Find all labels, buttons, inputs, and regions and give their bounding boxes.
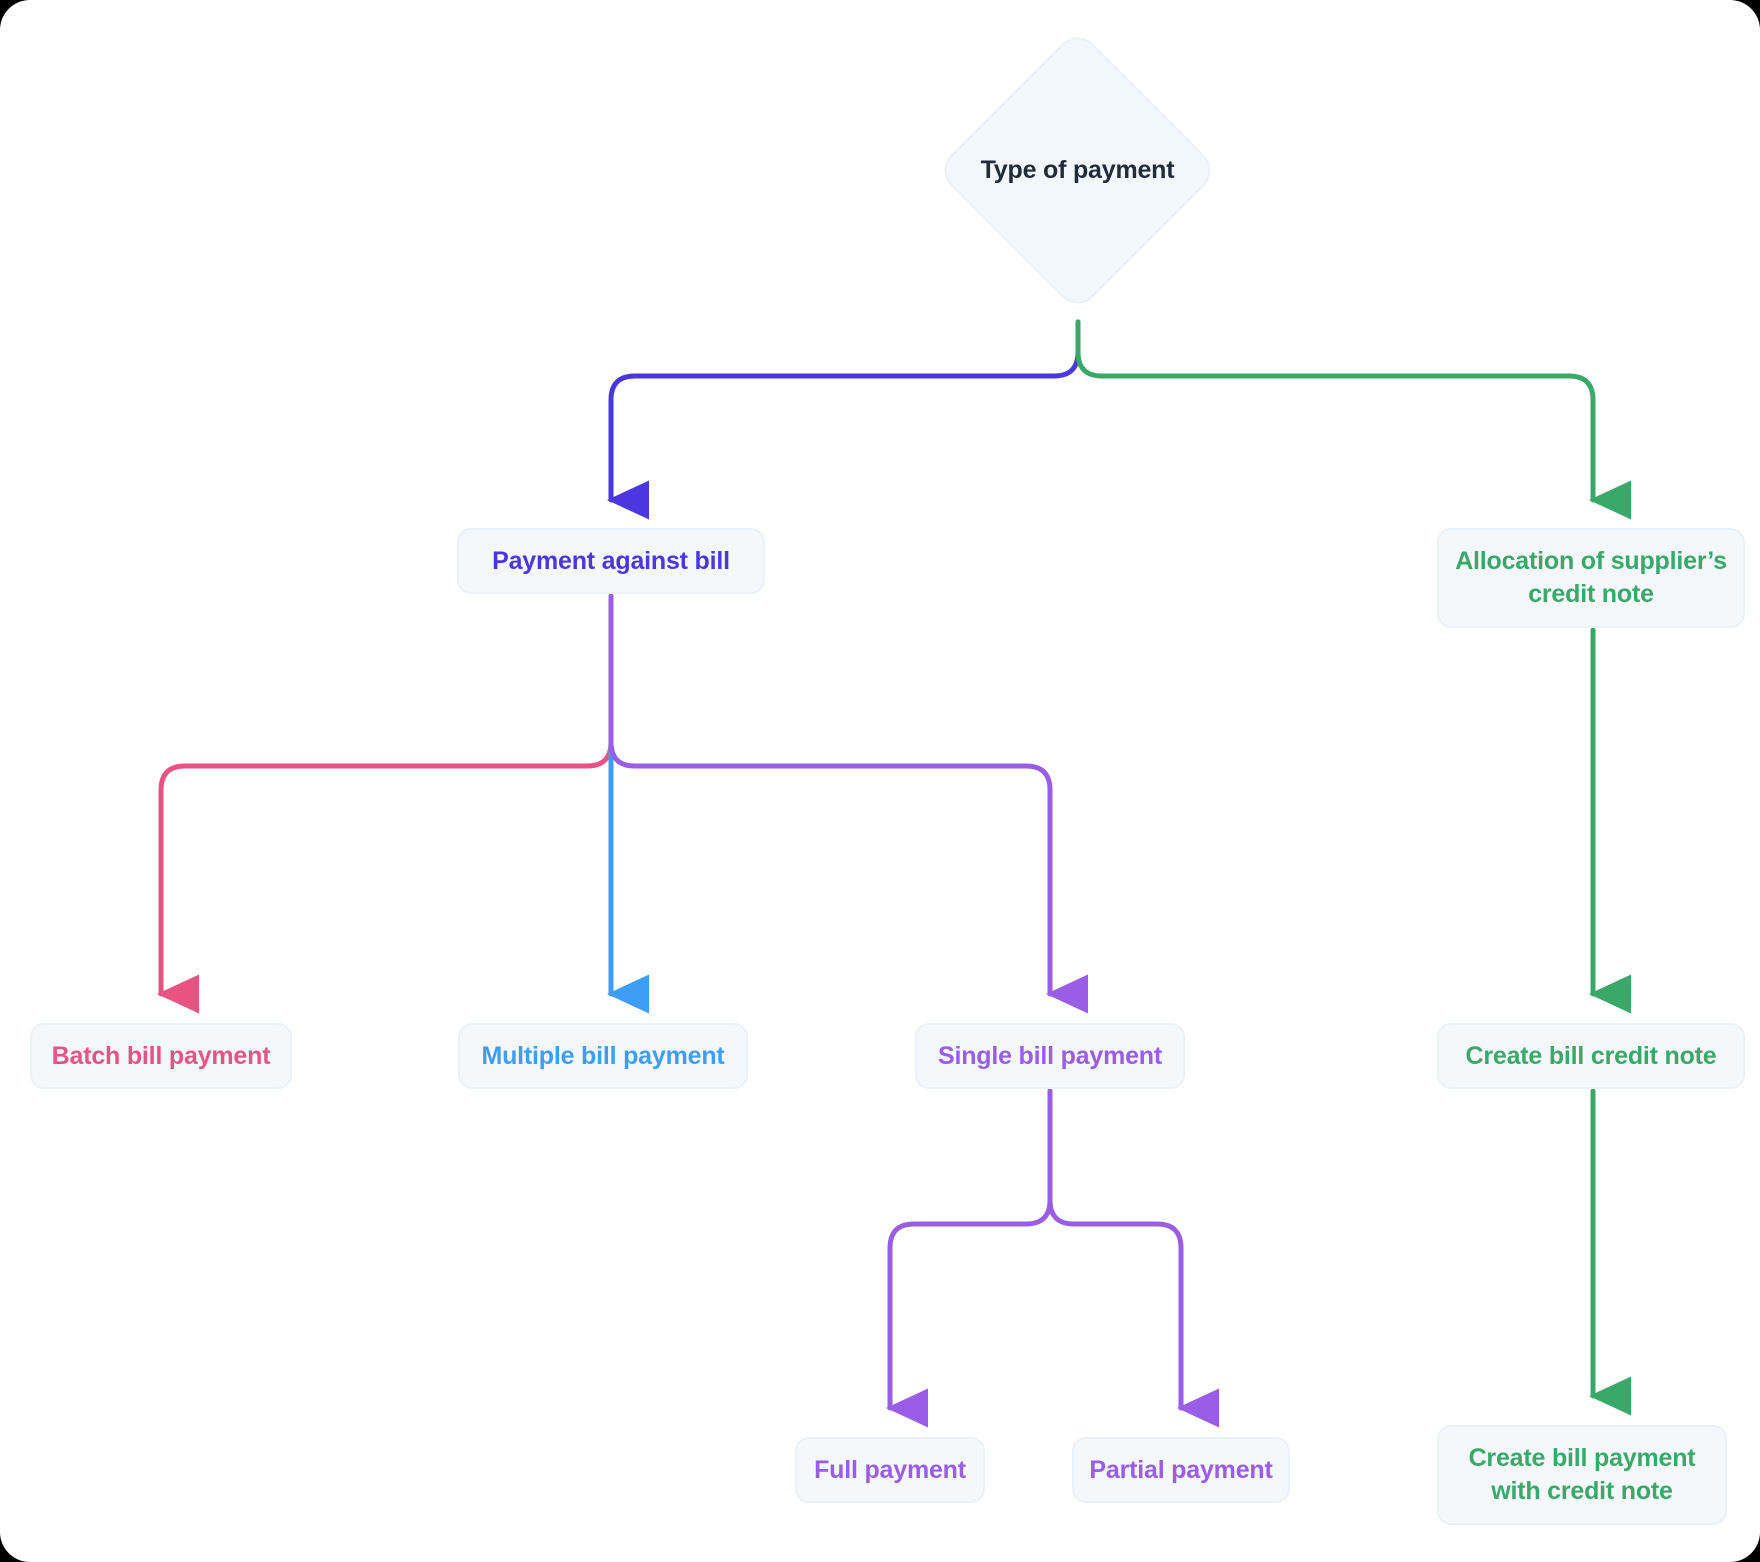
edge-payment-to-batch xyxy=(156,593,614,1014)
edge-root-to-allocation xyxy=(1075,319,1631,520)
edge-single-to-full xyxy=(885,1088,1053,1428)
edge-payment-to-single xyxy=(608,593,1088,1014)
node-create-bill-credit-note[interactable]: Create bill credit note xyxy=(1437,1023,1745,1089)
node-payment-against-bill[interactable]: Payment against bill xyxy=(457,528,765,594)
node-create-bill-payment-with-credit-note[interactable]: Create bill payment with credit note xyxy=(1437,1425,1727,1525)
node-multiple-bill-payment[interactable]: Multiple bill payment xyxy=(458,1023,748,1089)
node-root-label: Type of payment xyxy=(980,156,1175,184)
node-full-payment[interactable]: Full payment xyxy=(795,1437,985,1503)
edge-single-to-partial xyxy=(1047,1088,1219,1428)
node-batch-bill-payment[interactable]: Batch bill payment xyxy=(30,1023,292,1089)
edge-root-to-payment-against-bill xyxy=(606,319,1081,520)
node-partial-payment[interactable]: Partial payment xyxy=(1072,1437,1290,1503)
node-allocation-of-suppliers-credit-note[interactable]: Allocation of supplier’s credit note xyxy=(1437,528,1745,628)
node-single-bill-payment[interactable]: Single bill payment xyxy=(915,1023,1185,1089)
